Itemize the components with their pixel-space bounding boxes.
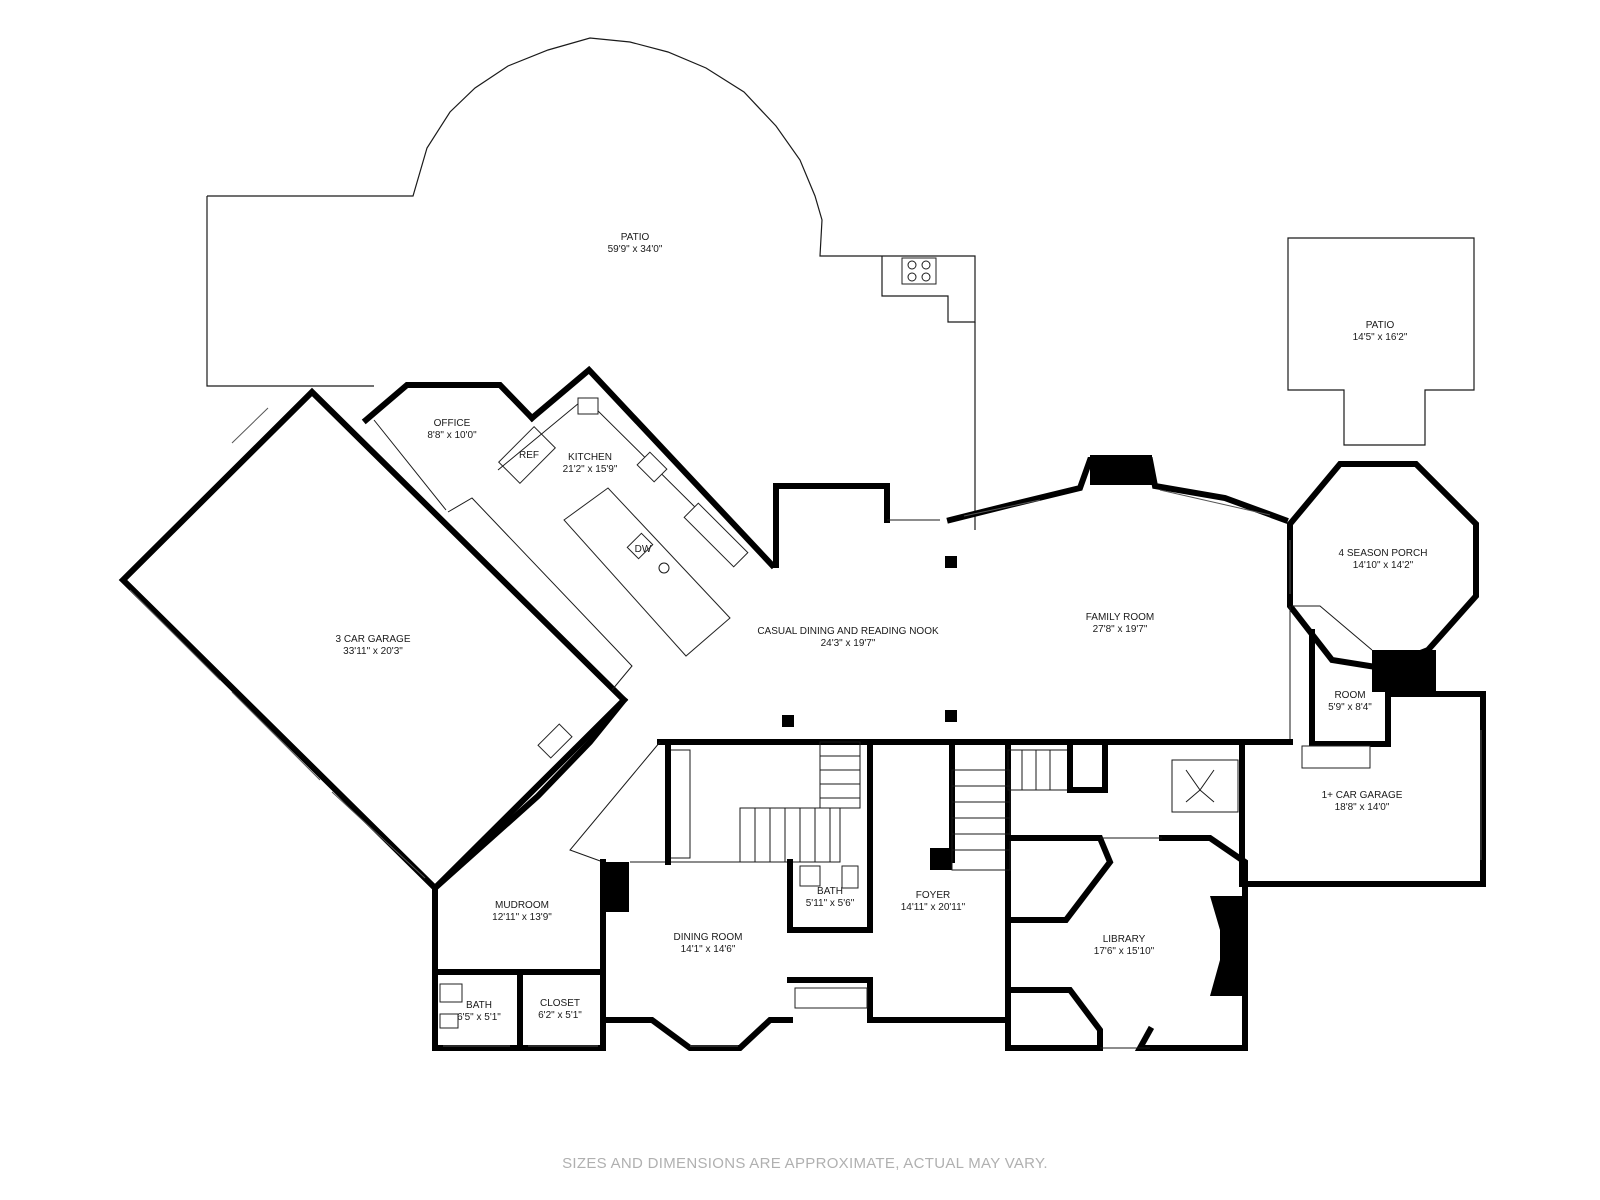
bath-small-sink-icon bbox=[439, 983, 463, 1003]
dining-room-walls bbox=[600, 859, 793, 1051]
svg-text:18'8" x 14'0": 18'8" x 14'0" bbox=[1335, 802, 1390, 813]
label-garage3: 3 CAR GARAGE 33'11" x 20'3" bbox=[335, 634, 410, 657]
garage1-walls bbox=[1239, 691, 1486, 887]
label-porch: 4 SEASON PORCH 14'10" x 14'2" bbox=[1339, 548, 1428, 571]
kitchen-walls bbox=[527, 365, 777, 570]
label-kitchen: KITCHEN 21'2" x 15'9" bbox=[563, 452, 618, 475]
svg-text:1+ CAR GARAGE: 1+ CAR GARAGE bbox=[1322, 790, 1403, 801]
pantry-counter bbox=[667, 749, 691, 859]
svg-text:FOYER: FOYER bbox=[916, 890, 950, 901]
label-patio-small: PATIO 14'5" x 16'2" bbox=[1353, 320, 1408, 343]
room-walls bbox=[1309, 629, 1391, 747]
bath-mid-sink-icon bbox=[799, 865, 821, 887]
label-office: OFFICE 8'8" x 10'0" bbox=[427, 418, 477, 441]
disclaimer: SIZES AND DIMENSIONS ARE APPROXIMATE, AC… bbox=[562, 1155, 1048, 1172]
svg-text:FAMILY ROOM: FAMILY ROOM bbox=[1086, 612, 1155, 623]
svg-text:24'3" x 19'7": 24'3" x 19'7" bbox=[821, 638, 876, 649]
label-garage1: 1+ CAR GARAGE 18'8" x 14'0" bbox=[1322, 790, 1403, 813]
stair-right bbox=[951, 769, 1011, 871]
library-fireplace bbox=[1210, 896, 1244, 996]
mudroom-walls bbox=[432, 695, 629, 1051]
label-family-room: FAMILY ROOM 27'8" x 19'7" bbox=[1086, 612, 1155, 635]
svg-text:8'8" x 10'0": 8'8" x 10'0" bbox=[427, 430, 477, 441]
svg-text:BATH: BATH bbox=[817, 886, 843, 897]
svg-text:MUDROOM: MUDROOM bbox=[495, 900, 549, 911]
svg-text:PATIO: PATIO bbox=[1366, 320, 1395, 331]
ref-label: REF bbox=[519, 450, 539, 461]
casual-dining-walls bbox=[773, 483, 890, 568]
svg-text:KITCHEN: KITCHEN bbox=[568, 452, 612, 463]
label-mudroom: MUDROOM 12'11" x 13'9" bbox=[492, 900, 552, 923]
label-room: ROOM 5'9" x 8'4" bbox=[1328, 690, 1372, 713]
svg-text:6'5" x 5'1": 6'5" x 5'1" bbox=[457, 1012, 501, 1023]
svg-text:3 CAR GARAGE: 3 CAR GARAGE bbox=[335, 634, 410, 645]
svg-text:CLOSET: CLOSET bbox=[540, 998, 580, 1009]
coat-closet bbox=[1171, 759, 1239, 813]
svg-text:BATH: BATH bbox=[466, 1000, 492, 1011]
svg-text:LIBRARY: LIBRARY bbox=[1103, 934, 1146, 945]
stair-right-upper bbox=[1007, 749, 1071, 791]
stair-left-upper bbox=[819, 741, 861, 809]
svg-text:5'11" x 5'6": 5'11" x 5'6" bbox=[806, 898, 855, 909]
label-dining: DINING ROOM 14'1" x 14'6" bbox=[674, 932, 743, 955]
stair-left bbox=[739, 807, 841, 863]
label-bath-small: BATH 6'5" x 5'1" bbox=[457, 1000, 501, 1023]
svg-text:14'10" x 14'2": 14'10" x 14'2" bbox=[1353, 560, 1414, 571]
kitchen-island bbox=[563, 487, 731, 657]
label-closet: CLOSET 6'2" x 5'1" bbox=[538, 998, 582, 1021]
svg-text:14'5" x 16'2": 14'5" x 16'2" bbox=[1353, 332, 1408, 343]
label-bath-mid: BATH 5'11" x 5'6" bbox=[806, 886, 855, 909]
svg-text:ROOM: ROOM bbox=[1334, 690, 1365, 701]
garage1-steps bbox=[1301, 745, 1371, 769]
svg-text:14'1" x 14'6": 14'1" x 14'6" bbox=[681, 944, 736, 955]
library-walls bbox=[1005, 835, 1114, 923]
svg-text:33'11" x 20'3": 33'11" x 20'3" bbox=[343, 646, 403, 657]
foyer-walls bbox=[867, 739, 1011, 1023]
svg-text:17'6" x 15'10": 17'6" x 15'10" bbox=[1094, 946, 1155, 957]
svg-text:PATIO: PATIO bbox=[621, 232, 650, 243]
label-library: LIBRARY 17'6" x 15'10" bbox=[1094, 934, 1155, 957]
svg-text:12'11" x 13'9": 12'11" x 13'9" bbox=[492, 912, 552, 923]
svg-text:5'9" x 8'4": 5'9" x 8'4" bbox=[1328, 702, 1372, 713]
office-walls bbox=[361, 382, 537, 425]
svg-text:59'9" x 34'0": 59'9" x 34'0" bbox=[608, 244, 663, 255]
patio-main-outline bbox=[207, 37, 976, 323]
label-foyer: FOYER 14'11" x 20'11" bbox=[901, 890, 966, 913]
svg-text:14'11" x 20'11": 14'11" x 20'11" bbox=[901, 902, 966, 913]
dw-fixture bbox=[626, 532, 654, 560]
garage3-steps bbox=[537, 723, 573, 759]
svg-text:21'2" x 15'9": 21'2" x 15'9" bbox=[563, 464, 618, 475]
kitchen-sink-icon bbox=[577, 397, 599, 415]
dw-label: DW bbox=[635, 544, 652, 555]
porch-fireplace bbox=[1372, 650, 1436, 692]
svg-text:OFFICE: OFFICE bbox=[434, 418, 471, 429]
label-patio-main: PATIO 59'9" x 34'0" bbox=[608, 232, 663, 255]
grill-icon bbox=[901, 257, 937, 285]
svg-text:DINING ROOM: DINING ROOM bbox=[674, 932, 743, 943]
fireplace-family bbox=[1090, 455, 1152, 485]
svg-text:6'2" x 5'1": 6'2" x 5'1" bbox=[538, 1010, 582, 1021]
label-casual-dining: CASUAL DINING AND READING NOOK 24'3" x 1… bbox=[757, 626, 939, 649]
svg-text:CASUAL DINING AND READING NOOK: CASUAL DINING AND READING NOOK bbox=[757, 626, 939, 637]
patio-small-outline bbox=[1287, 237, 1475, 446]
bath-mid-walls bbox=[787, 739, 873, 933]
svg-text:4 SEASON PORCH: 4 SEASON PORCH bbox=[1339, 548, 1428, 559]
kitchen-counter bbox=[683, 502, 749, 568]
ref-fixture bbox=[498, 426, 556, 484]
kitchen-cooktop-icon bbox=[636, 451, 668, 483]
svg-text:27'8" x 19'7": 27'8" x 19'7" bbox=[1093, 624, 1148, 635]
